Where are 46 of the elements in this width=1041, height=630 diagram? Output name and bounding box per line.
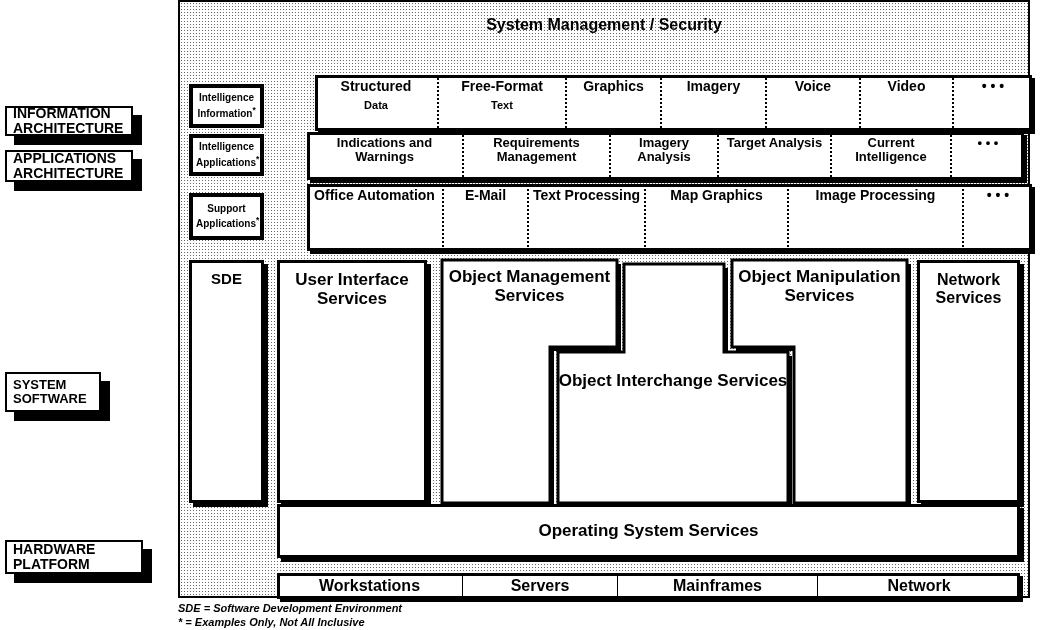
cell-text: Free-Format <box>460 79 544 95</box>
cell-text: Servers <box>510 577 570 595</box>
cell-text: • • • <box>976 136 1000 151</box>
footnote: SDE = Software Development Environment <box>178 602 403 614</box>
cell-text: Workstations <box>318 577 421 595</box>
layer-label: SYSTEM SOFTWARE <box>13 377 88 407</box>
cell-text: • • • <box>985 188 1011 204</box>
cell-text: Text Processing <box>531 188 642 204</box>
cell-text: Text <box>490 99 514 112</box>
cell-text: Network <box>887 577 951 595</box>
category-box <box>189 84 264 128</box>
cell-text: Office Automation <box>313 188 436 204</box>
category-box <box>189 134 264 176</box>
row-box <box>315 75 1032 131</box>
category-box <box>189 193 264 240</box>
layer-label: INFORMATION ARCHITECTURE <box>13 105 125 137</box>
row-box <box>277 573 1020 599</box>
cell-text: Data <box>363 99 389 112</box>
cell-text: Operating System Services <box>538 521 759 541</box>
cell-text: Current Intelligence <box>854 136 928 165</box>
cell-text: Graphics <box>582 79 645 95</box>
cell-text: SDE <box>210 271 243 288</box>
cell-text: User Interface Services <box>294 271 410 309</box>
cell-text: E-Mail <box>463 188 508 204</box>
cell-text: Imagery Analysis <box>636 136 692 165</box>
row-box <box>307 184 1032 251</box>
layer-label: HARDWARE PLATFORM <box>13 541 97 573</box>
cell-text: Video <box>886 79 927 95</box>
cell-text: Image Processing <box>814 188 937 204</box>
cell-text: Indications and Warnings <box>335 136 434 165</box>
cell-text: • • • <box>980 79 1006 95</box>
cell-text: Target Analysis <box>725 136 824 151</box>
cell-text: Map Graphics <box>669 188 764 204</box>
footnote: * = Examples Only, Not All Inclusive <box>178 616 365 628</box>
cell-text: Structured <box>339 79 413 95</box>
frame-title: System Management / Security <box>485 16 723 34</box>
cell-text: Imagery <box>685 79 742 95</box>
cell-text: Mainframes <box>673 577 762 595</box>
cell-text: Requirements Management <box>492 136 581 165</box>
layer-label: APPLICATIONS ARCHITECTURE <box>13 150 125 182</box>
cell-text: Intelligence Applications$^{*}$ <box>196 140 257 170</box>
cell-text: Voice <box>793 79 833 95</box>
cell-text: Network Services <box>934 271 1003 307</box>
row-box <box>307 132 1024 180</box>
cell-text: Support Applications$^{*}$ <box>196 201 257 232</box>
cell-text: Intelligence Information$^{*}$ <box>196 91 257 121</box>
